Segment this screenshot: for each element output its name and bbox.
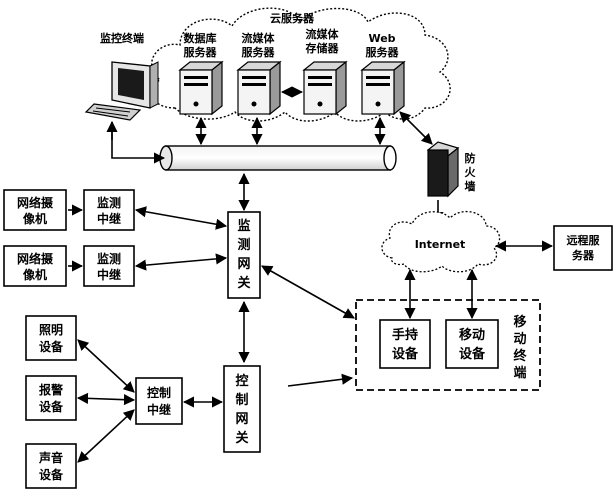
camera-2-label-1: 网络摄 [17, 251, 54, 266]
mobile-device-label-2: 设备 [459, 346, 486, 362]
arrow-relay1-gateway [134, 206, 228, 230]
control-gateway-char-1: 控 [235, 373, 248, 389]
web-server-icon [360, 60, 406, 116]
lighting-device-box [25, 315, 77, 361]
arrow-sound-relay [77, 409, 135, 463]
monitor-gateway-char-1: 监 [237, 218, 250, 234]
monitor-relay-1-label-2: 中继 [97, 211, 121, 226]
arrow-alarm-relay [76, 392, 136, 406]
mobile-terminal-group [355, 299, 541, 391]
control-gateway-char-4: 关 [235, 430, 248, 446]
db-server-label-line1: 数据库 [184, 31, 217, 45]
monitor-terminal-label: 监控终端 [100, 31, 144, 45]
remote-server-label-1: 远程服 [567, 233, 601, 247]
arrow-lighting-relay [77, 339, 135, 393]
camera-2-label-2: 像机 [23, 267, 47, 282]
camera-box-2 [3, 245, 67, 287]
internet-label: Internet [415, 238, 466, 251]
monitor-gateway-box [227, 211, 261, 299]
firewall-icon [426, 141, 460, 198]
sound-label-2: 设备 [39, 467, 64, 482]
handheld-device-box [379, 319, 431, 369]
alarm-label-2: 设备 [39, 399, 64, 414]
lighting-label-2: 设备 [39, 339, 64, 354]
monitor-gateway-char-2: 测 [237, 237, 250, 253]
arrow-web-firewall [399, 111, 433, 145]
camera-1-label-2: 像机 [23, 211, 47, 226]
network-bus-pipe [159, 145, 397, 171]
arrow-relay2-gateway [134, 253, 228, 271]
mobile-group-char-3: 终 [513, 348, 527, 364]
monitor-gateway-char-4: 关 [237, 275, 250, 291]
lighting-label-1: 照明 [39, 322, 63, 337]
arrow-monitor-gateway-mobile [261, 265, 355, 319]
control-gateway-box [223, 365, 261, 453]
mobile-group-char-2: 动 [513, 332, 526, 347]
firewall-label-2: 火 [465, 166, 477, 179]
control-relay-label-1: 控制 [147, 385, 171, 400]
mobile-group-char-4: 端 [513, 365, 526, 381]
handheld-label-2: 设备 [392, 346, 419, 362]
monitor-gateway-char-3: 网 [237, 257, 250, 272]
monitor-relay-1-label-1: 监测 [97, 195, 121, 210]
camera-box-1 [3, 189, 67, 231]
cloud-title: 云服务器 [270, 11, 315, 25]
arrow-control-gateway-mobile [287, 373, 354, 387]
web-server-label-line2: 服务器 [366, 45, 400, 59]
firewall-label-1: 防 [465, 151, 476, 165]
monitor-relay-box-1 [83, 189, 135, 231]
control-gateway-char-3: 网 [235, 412, 248, 427]
storage-server-icon [302, 60, 348, 116]
control-relay-label-2: 中继 [147, 402, 171, 417]
remote-server-label-2: 务器 [572, 248, 595, 262]
mobile-group-char-1: 移 [513, 314, 526, 330]
mobile-device-label-1: 移动 [459, 327, 485, 343]
firewall-label-3: 墙 [465, 179, 476, 193]
control-relay-box [135, 377, 183, 425]
stream-server-label-line1: 流媒体 [242, 31, 276, 45]
storage-label-line2: 存储器 [306, 41, 340, 55]
stream-server-icon [236, 60, 282, 116]
db-server-label-line2: 服务器 [184, 45, 218, 59]
monitor-relay-2-label-2: 中继 [97, 267, 121, 282]
alarm-label-1: 报警 [39, 382, 63, 397]
stream-server-label-line2: 服务器 [242, 45, 276, 59]
mobile-device-box [445, 319, 499, 369]
alarm-device-box [25, 375, 77, 421]
db-server-icon [178, 60, 224, 116]
monitor-relay-box-2 [83, 245, 135, 287]
sound-label-1: 声音 [38, 450, 63, 465]
internet-cloud [381, 210, 501, 273]
sound-device-box [25, 443, 77, 489]
web-server-label-line1: Web [368, 32, 395, 45]
handheld-label-1: 手持 [392, 327, 418, 343]
storage-label-line1: 流媒体 [306, 27, 340, 41]
control-gateway-char-2: 制 [235, 392, 248, 408]
remote-server-box [553, 225, 613, 271]
monitor-relay-2-label-1: 监测 [97, 251, 121, 266]
monitor-terminal-icon [84, 61, 159, 121]
camera-1-label-1: 网络摄 [17, 195, 54, 210]
arrow-terminal-bus [111, 122, 166, 164]
